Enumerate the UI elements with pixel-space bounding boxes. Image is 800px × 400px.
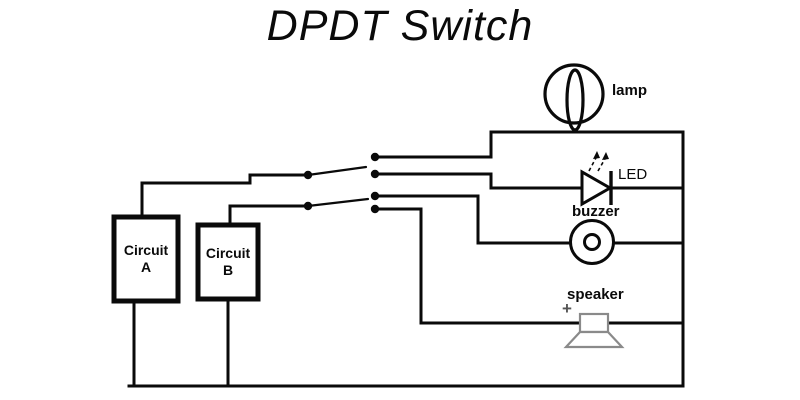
speaker-coil-rect	[578, 312, 610, 334]
wire-throw1-lamp-bus	[127, 130, 685, 388]
led-ray-arrowheads	[593, 151, 609, 160]
wire-group	[127, 130, 685, 388]
throw4-contact-dot	[370, 204, 380, 214]
lamp-filament-loop	[565, 68, 585, 132]
led-triangle	[580, 169, 614, 207]
lamp-bulb-circle	[543, 63, 605, 125]
throw1-contact-dot	[370, 152, 380, 162]
lamp-symbol	[543, 63, 605, 132]
wire-throw2-to-led	[373, 172, 584, 190]
circuit-a-label: Circuit A	[114, 217, 178, 301]
circuit-b-label: Circuit B	[198, 225, 258, 299]
lamp-label: lamp	[612, 82, 648, 99]
wire-circuit-a-to-pole1	[140, 173, 310, 221]
speaker-polarity-plus: +	[562, 299, 572, 318]
speaker-label: speaker	[567, 286, 624, 303]
led-label: LED	[618, 166, 648, 183]
pole1-contact-dot	[303, 170, 313, 180]
buzzer-inner-circle	[583, 233, 601, 251]
switch-contact-group	[303, 152, 380, 214]
circuit-b-box	[195, 222, 261, 302]
wire-circuit-b-to-pole2	[228, 204, 310, 229]
buzzer-symbol	[569, 219, 615, 265]
switch-lever-group	[306, 165, 370, 208]
circuit-a-label-line1: Circuit	[123, 242, 169, 258]
switch-lever-pole1	[306, 165, 368, 177]
circuit-b-label-line1: Circuit	[205, 245, 251, 261]
wire-throw3-to-buzzer	[373, 194, 574, 245]
buzzer-label: buzzer	[572, 203, 620, 220]
circuit-b-label-line2: B	[222, 262, 234, 278]
throw2-contact-dot	[370, 169, 380, 179]
throw3-contact-dot	[370, 191, 380, 201]
speaker-symbol	[563, 312, 625, 349]
circuit-a-label-line2: A	[140, 259, 152, 275]
circuit-a-box	[111, 214, 181, 304]
led-ray-arrowhead-1	[593, 151, 600, 159]
speaker-cone-trapezoid	[563, 330, 625, 349]
pole2-contact-dot	[303, 201, 313, 211]
wire-throw4-to-speaker	[373, 207, 584, 325]
led-ray-arrowhead-2	[602, 152, 609, 160]
switch-lever-pole2	[306, 197, 370, 208]
page-title: DPDT Switch	[266, 2, 534, 50]
led-symbol	[580, 151, 614, 207]
circuit-box-group	[111, 214, 261, 304]
